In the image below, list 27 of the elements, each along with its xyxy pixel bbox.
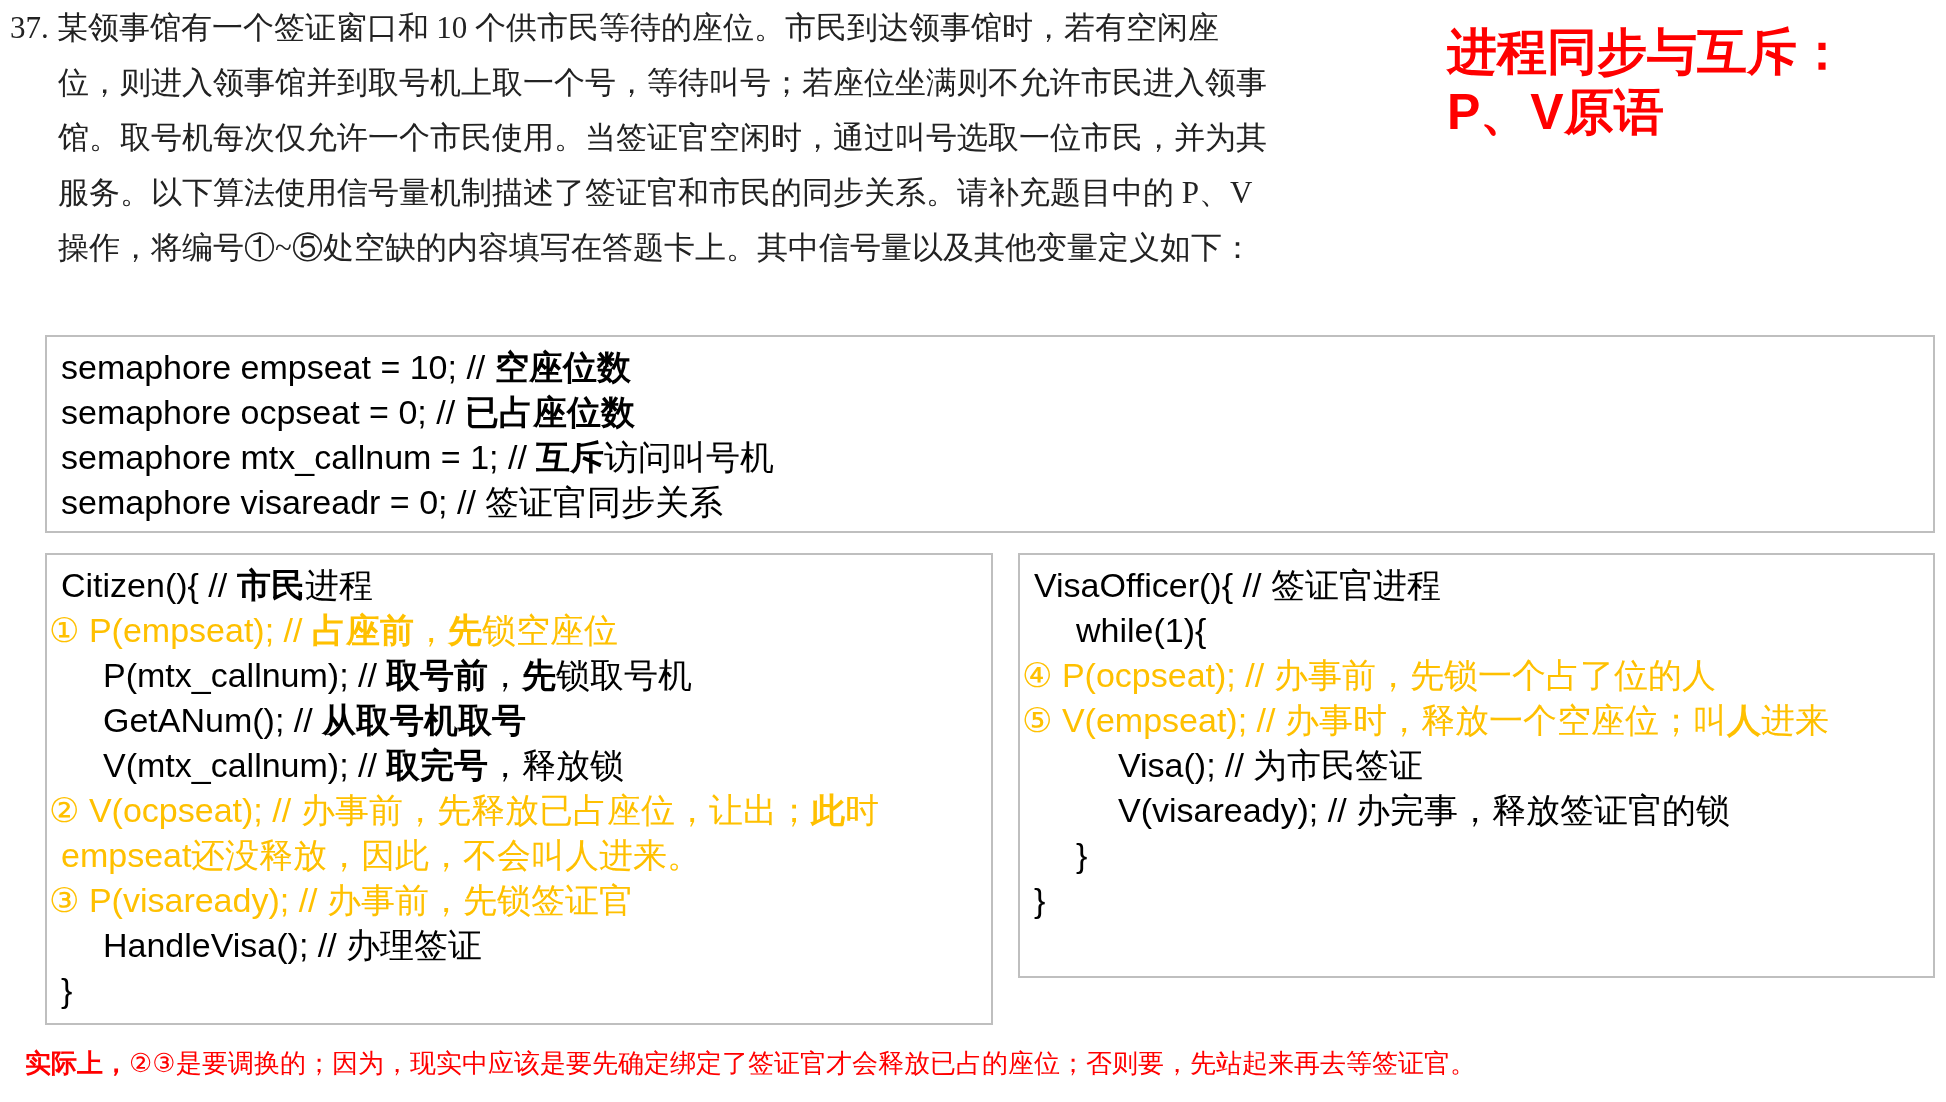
code-line: Citizen(){ // 市民进程 (61, 565, 374, 606)
code-line: GetANum(); // 从取号机取号 (102, 700, 528, 741)
code-line: semaphore visareadr = 0; // 签证官同步关系 (61, 482, 725, 523)
code-line: semaphore mtx_callnum = 1; // 互斥访问叫号机 (61, 437, 776, 478)
note-text: 实际上，②③是要调换的；因为，现实中应该是要先确定绑定了签证官才会释放已占的座位；否则要，先站起来再去等签证官。 (25, 1047, 1477, 1080)
code-line: ② V(ocpseat); // 办事前，先释放已占座位，让出；此时empseat还没释放，因此，不会叫人进来。 (48, 790, 880, 876)
code-panel (45, 553, 993, 1025)
code-line: } (61, 970, 74, 1011)
code-line: HandleVisa(); // 办理签证 (102, 925, 484, 966)
code-line: ① P(empseat); // 占座前，先锁空座位 (48, 610, 619, 651)
code-panel (1018, 553, 1935, 978)
code-line: ④ P(ocpseat); // 办事前，先锁一个占了位的人 (1021, 655, 1717, 696)
code-line: } (1034, 880, 1047, 921)
code-panel (45, 335, 1935, 533)
slide-title: 进程同步与互斥：P、V原语 (1447, 23, 1848, 142)
code-line: ⑤ V(empseat); // 办事时，释放一个空座位；叫人进来 (1021, 700, 1830, 741)
code-line: Visa(); // 为市民签证 (1117, 745, 1425, 786)
code-line: while(1){ (1075, 610, 1208, 651)
code-line: ③ P(visaready); // 办事前，先锁签证官 (48, 880, 634, 921)
code-line: V(visaready); // 办完事，释放签证官的锁 (1117, 790, 1732, 831)
code-line: VisaOfficer(){ // 签证官进程 (1034, 565, 1442, 606)
code-line: } (1075, 835, 1089, 876)
code-line: semaphore ocpseat = 0; // 已占座位数 (61, 392, 636, 433)
question-text: 37. 某领事馆有一个签证窗口和 10 个供市民等待的座位。市民到达领事馆时，若有空闲座位，则进入领事馆并到取号机上取一个号，等待叫号；若座位坐满则不允许市民进入领事馆。取号机每次仅允许一个市民使用。当签证官空闲时，通过叫号选取一位市民，并为其服务。以下算法使用信号量机制描述了签证官和市民的同步关系。请补充题目中的 P、V 操作，将编号①~⑤处空缺的内容填写在答题卡上。其中信号量以及其他变量定义如下： (10, 9, 1268, 267)
code-line: V(mtx_callnum); // 取完号，释放锁 (102, 745, 626, 786)
code-line: semaphore empseat = 10; // 空座位数 (61, 347, 632, 388)
code-line: P(mtx_callnum); // 取号前，先锁取号机 (102, 655, 694, 696)
